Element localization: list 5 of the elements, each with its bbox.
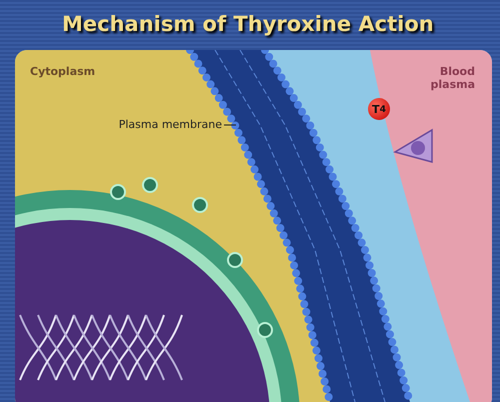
diagram-title: Mechanism of Thyroxine Action [62, 12, 434, 36]
structure-label: Plasma membrane [118, 118, 222, 131]
leader-line [224, 124, 236, 126]
region-label: Blood plasma [430, 65, 475, 91]
region-label: Cytoplasm [30, 65, 96, 78]
